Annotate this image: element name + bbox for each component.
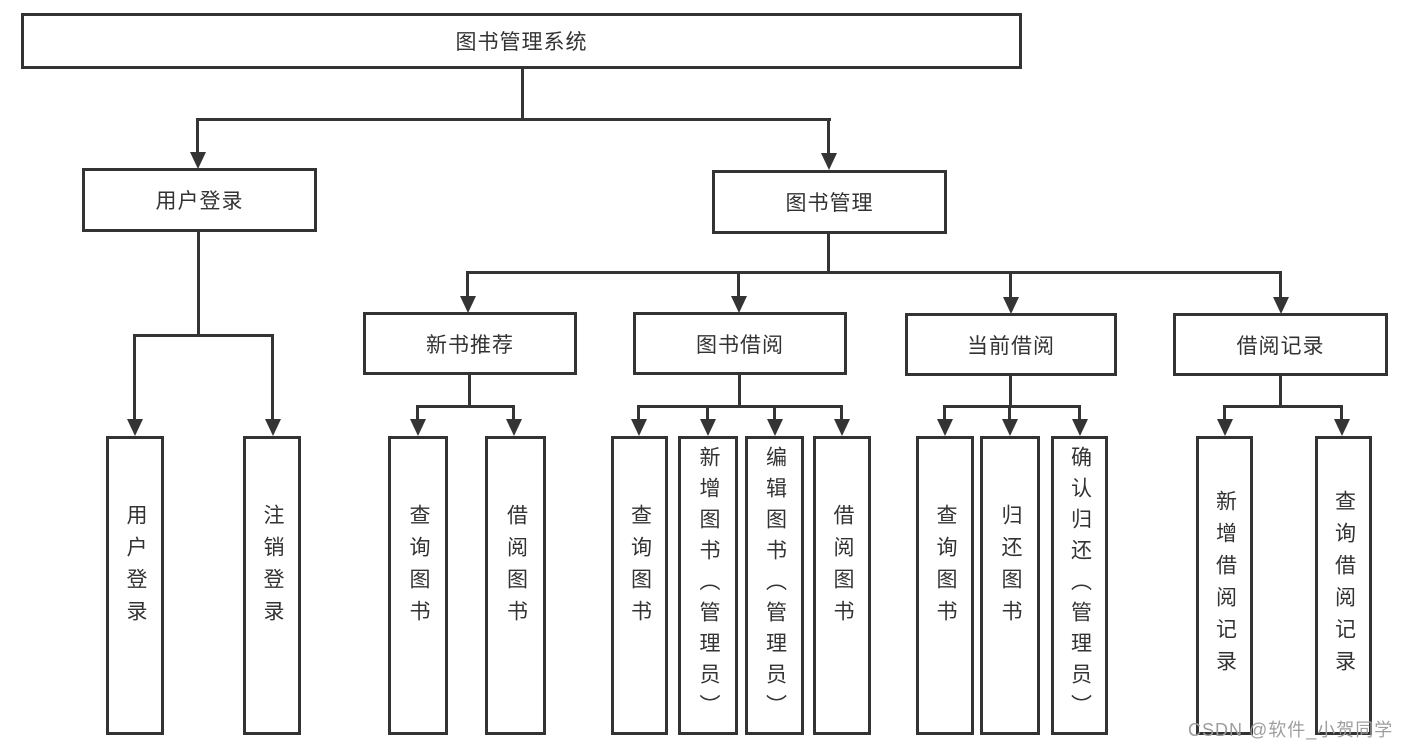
leaf-label: 借阅图书 — [831, 503, 854, 632]
node-label: 借阅记录 — [1236, 334, 1325, 358]
connector-line — [1078, 405, 1081, 420]
connector-line — [706, 405, 709, 420]
connector-line — [1009, 271, 1012, 298]
connector-line — [737, 271, 740, 297]
leaf-label: 确认归还（管理员） — [1068, 446, 1092, 725]
leaf-edit-book-admin: 编辑图书（管理员） — [745, 436, 804, 735]
connector-line — [637, 405, 843, 408]
arrow-down-icon — [1273, 297, 1289, 314]
arrow-down-icon — [767, 419, 783, 436]
leaf-label: 查询图书 — [934, 503, 957, 632]
node-label: 当前借阅 — [967, 334, 1055, 358]
connector-line — [943, 405, 1081, 408]
connector-line — [637, 405, 640, 420]
leaf-label: 归还图书 — [999, 503, 1022, 632]
connector-line — [738, 374, 741, 408]
arrow-down-icon — [937, 419, 953, 436]
arrow-down-icon — [460, 296, 476, 313]
leaf-confirm-return-admin: 确认归还（管理员） — [1051, 436, 1108, 735]
leaf-label: 用户登录 — [124, 503, 147, 632]
leaf-label: 注销登录 — [261, 503, 284, 632]
node-label: 图书管理系统 — [455, 31, 588, 54]
node-library-management-system: 图书管理系统 — [21, 13, 1022, 69]
leaf-query-books-recommend: 查询图书 — [388, 436, 448, 735]
arrow-down-icon — [731, 296, 747, 313]
arrow-down-icon — [700, 419, 716, 436]
node-new-book-recommendation: 新书推荐 — [363, 312, 577, 375]
leaf-label: 查询图书 — [407, 503, 430, 632]
arrow-down-icon — [410, 419, 426, 436]
connector-line — [840, 405, 843, 420]
connector-line — [1279, 271, 1282, 298]
connector-line — [512, 405, 515, 420]
node-label: 图书管理 — [785, 192, 874, 215]
leaf-user-login: 用户登录 — [106, 436, 164, 735]
node-book-management: 图书管理 — [712, 170, 947, 234]
connector-line — [133, 334, 136, 420]
leaf-query-books-borrowing: 查询图书 — [611, 436, 668, 735]
leaf-label: 新增图书（管理员） — [697, 446, 720, 725]
node-current-borrowing: 当前借阅 — [905, 313, 1117, 376]
arrow-down-icon — [1072, 419, 1088, 436]
arrow-down-icon — [834, 419, 850, 436]
connector-line — [197, 231, 200, 337]
leaf-query-books-current: 查询图书 — [916, 436, 974, 735]
connector-line — [827, 118, 830, 154]
arrow-down-icon — [506, 419, 522, 436]
leaf-query-borrow-record: 查询借阅记录 — [1315, 436, 1372, 735]
arrow-down-icon — [821, 153, 837, 170]
arrow-down-icon — [1334, 419, 1350, 436]
connector-line — [416, 405, 514, 408]
watermark: CSDN @软件_小贺同学 — [1188, 720, 1394, 740]
node-book-borrowing: 图书借阅 — [633, 312, 847, 375]
leaf-label: 新增借阅记录 — [1213, 489, 1237, 682]
connector-line — [1279, 375, 1282, 408]
leaf-label: 借阅图书 — [504, 503, 528, 632]
connector-line — [827, 233, 830, 274]
connector-line — [1340, 405, 1343, 420]
leaf-label: 查询图书 — [628, 503, 652, 632]
arrow-down-icon — [1002, 419, 1018, 436]
leaf-logout: 注销登录 — [243, 436, 301, 735]
connector-line — [133, 334, 273, 337]
leaf-add-book-admin: 新增图书（管理员） — [678, 436, 738, 735]
arrow-down-icon — [265, 419, 281, 436]
node-user-login: 用户登录 — [82, 168, 317, 232]
leaf-borrow-books-recommend: 借阅图书 — [485, 436, 546, 735]
connector-line — [271, 334, 274, 420]
arrow-down-icon — [190, 152, 206, 169]
leaf-label: 编辑图书（管理员） — [763, 446, 787, 725]
leaf-add-borrow-record: 新增借阅记录 — [1196, 436, 1253, 735]
connector-line — [943, 405, 946, 420]
connector-line — [1223, 405, 1226, 420]
leaf-label: 查询借阅记录 — [1332, 489, 1356, 682]
connector-line — [773, 405, 776, 420]
arrow-down-icon — [1003, 297, 1019, 314]
connector-line — [1008, 405, 1011, 420]
connector-line — [196, 118, 831, 121]
node-label: 图书借阅 — [696, 333, 784, 357]
connector-line — [1223, 405, 1342, 408]
node-label: 新书推荐 — [426, 333, 514, 357]
connector-line — [196, 118, 199, 153]
leaf-return-books: 归还图书 — [980, 436, 1040, 735]
leaf-borrow-books: 借阅图书 — [813, 436, 871, 735]
connector-line — [466, 271, 1282, 274]
connector-line — [521, 68, 524, 119]
node-label: 用户登录 — [155, 190, 244, 213]
arrow-down-icon — [631, 419, 647, 436]
arrow-down-icon — [127, 419, 143, 436]
connector-line — [1009, 375, 1012, 408]
connector-line — [416, 405, 419, 420]
connector-line — [466, 271, 469, 297]
arrow-down-icon — [1217, 419, 1233, 436]
connector-line — [468, 374, 471, 408]
node-borrowing-records: 借阅记录 — [1173, 313, 1388, 376]
